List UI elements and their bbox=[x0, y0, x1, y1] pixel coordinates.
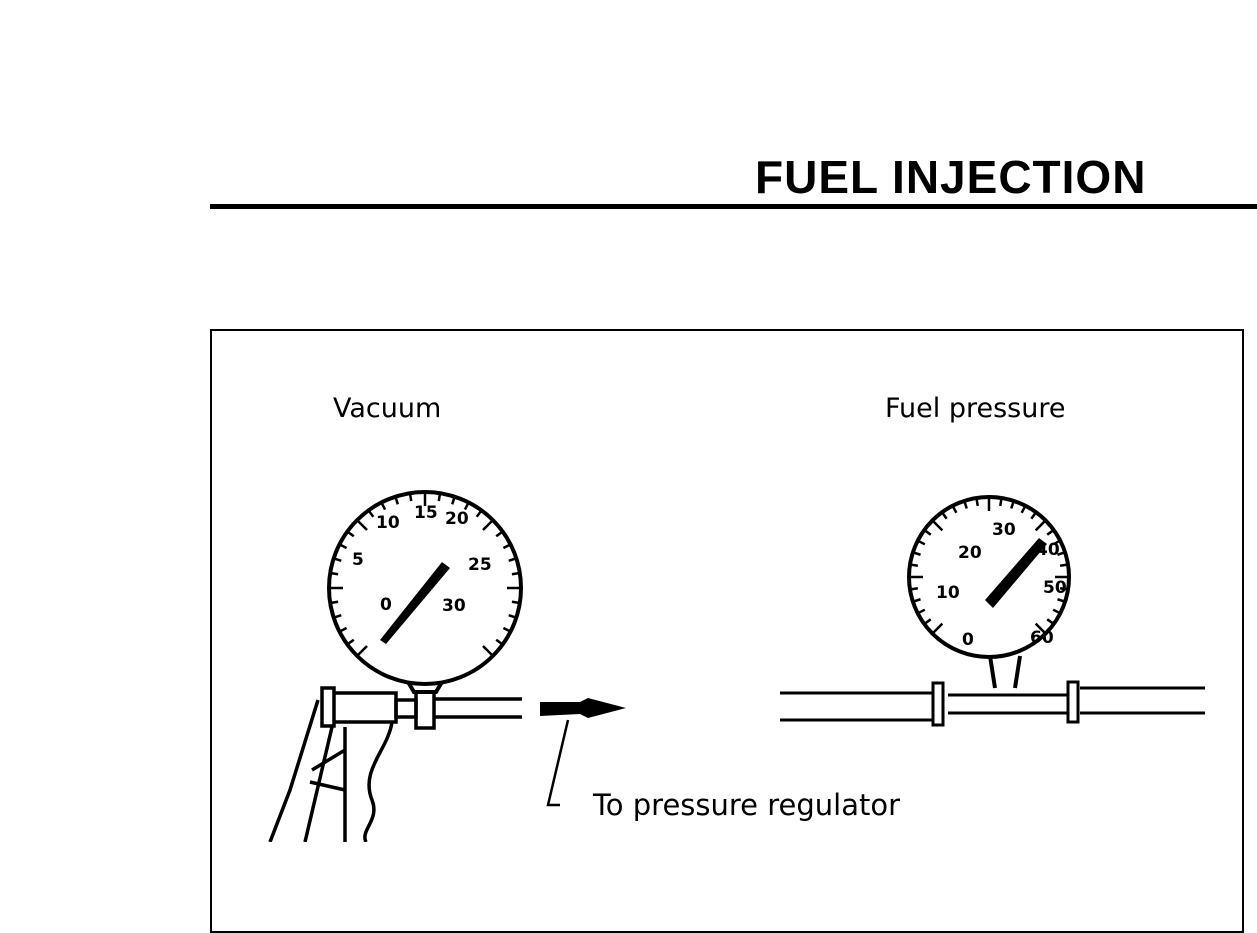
dial-tick bbox=[1057, 551, 1066, 556]
dial-tick bbox=[511, 600, 521, 605]
dial-tick bbox=[356, 645, 368, 657]
dial-tick bbox=[1052, 539, 1061, 546]
fuel-tick-10: 10 bbox=[936, 583, 960, 603]
vacuum-tick-30: 30 bbox=[442, 596, 466, 616]
dial-tick bbox=[346, 638, 355, 646]
dial-tick bbox=[999, 497, 1003, 507]
vacuum-tick-20: 20 bbox=[445, 509, 469, 529]
vacuum-gauge bbox=[327, 490, 523, 694]
dial-tick bbox=[333, 557, 342, 562]
fuel-needle bbox=[985, 538, 1047, 608]
dial-tick bbox=[338, 543, 348, 550]
dial-tick bbox=[437, 492, 442, 502]
dial-tick bbox=[923, 618, 932, 626]
fuel-tick-40: 40 bbox=[1036, 540, 1060, 560]
fuel-tick-60: 60 bbox=[1030, 628, 1054, 648]
arrow-icon bbox=[540, 698, 626, 718]
dial-tick bbox=[475, 509, 483, 518]
vacuum-pump-tool bbox=[268, 686, 522, 842]
dial-tick bbox=[1034, 622, 1047, 635]
callout-leader bbox=[546, 719, 570, 807]
fuel-pressure-gauge bbox=[780, 495, 1205, 727]
dial-tick bbox=[495, 638, 504, 646]
dial-tick bbox=[931, 622, 944, 635]
vacuum-tick-15: 15 bbox=[414, 503, 438, 523]
vacuum-tick-0: 0 bbox=[380, 595, 392, 615]
dial-tick bbox=[508, 557, 517, 562]
dial-tick bbox=[951, 505, 958, 514]
fuel-tick-0: 0 bbox=[962, 630, 974, 650]
dial-tick bbox=[346, 530, 355, 538]
vacuum-tick-25: 25 bbox=[468, 555, 492, 575]
figure-illustration: 0 5 10 15 20 25 30 0 10 20 30 40 50 60 bbox=[268, 490, 1205, 842]
dial-tick bbox=[1059, 587, 1069, 591]
dial-tick bbox=[940, 511, 948, 520]
fuel-pressure-label: Fuel pressure bbox=[885, 393, 1066, 424]
vacuum-label: Vacuum bbox=[333, 393, 442, 424]
vacuum-gauge-labels: 0 5 10 15 20 25 30 bbox=[352, 503, 492, 616]
dial-tick bbox=[1059, 563, 1069, 567]
dial-tick bbox=[408, 492, 413, 502]
dial-tick bbox=[329, 571, 339, 576]
fuel-tick-20: 20 bbox=[958, 543, 982, 563]
dial-tick bbox=[1046, 528, 1055, 536]
dial-tick bbox=[333, 614, 342, 619]
dial-tick bbox=[367, 509, 375, 518]
vacuum-tick-10: 10 bbox=[376, 513, 400, 533]
dial-tick bbox=[482, 519, 494, 531]
dial-tick bbox=[1034, 519, 1047, 532]
dial-tick bbox=[482, 645, 494, 657]
fuel-gauge-labels: 0 10 20 30 40 50 60 bbox=[936, 520, 1067, 650]
page-title: FUEL INJECTION bbox=[755, 151, 1147, 203]
dial-tick bbox=[1052, 608, 1061, 615]
dial-tick bbox=[975, 497, 979, 507]
callout-label: To pressure regulator bbox=[593, 788, 901, 822]
dial-tick bbox=[329, 600, 339, 605]
dial-tick bbox=[923, 528, 932, 536]
dial-tick bbox=[508, 614, 517, 619]
dial-tick bbox=[495, 530, 504, 538]
dial-tick bbox=[451, 496, 456, 505]
header-rule bbox=[210, 204, 1257, 209]
vacuum-tick-5: 5 bbox=[352, 550, 364, 570]
dial-tick bbox=[502, 543, 512, 550]
dial-tick bbox=[909, 587, 919, 591]
dial-tick bbox=[963, 500, 968, 509]
dial-tick bbox=[394, 496, 399, 505]
dial-tick bbox=[502, 626, 512, 633]
dial-tick bbox=[356, 519, 368, 531]
dial-tick bbox=[931, 519, 944, 532]
dial-tick bbox=[463, 501, 470, 511]
dial-tick bbox=[912, 598, 921, 603]
dial-tick bbox=[380, 501, 387, 511]
dial-tick bbox=[912, 551, 921, 556]
dial-tick bbox=[338, 626, 348, 633]
dial-tick bbox=[917, 608, 926, 615]
dial-tick bbox=[1010, 500, 1015, 509]
fuel-tick-30: 30 bbox=[992, 520, 1016, 540]
dial-tick bbox=[1030, 511, 1038, 520]
dial-tick bbox=[1020, 505, 1027, 514]
dial-tick bbox=[511, 571, 521, 576]
dial-tick bbox=[1046, 618, 1055, 626]
fuel-tick-50: 50 bbox=[1043, 578, 1067, 598]
vacuum-needle bbox=[380, 562, 450, 644]
dial-tick bbox=[917, 539, 926, 546]
dial-tick bbox=[909, 563, 919, 567]
dial-tick bbox=[1057, 598, 1066, 603]
